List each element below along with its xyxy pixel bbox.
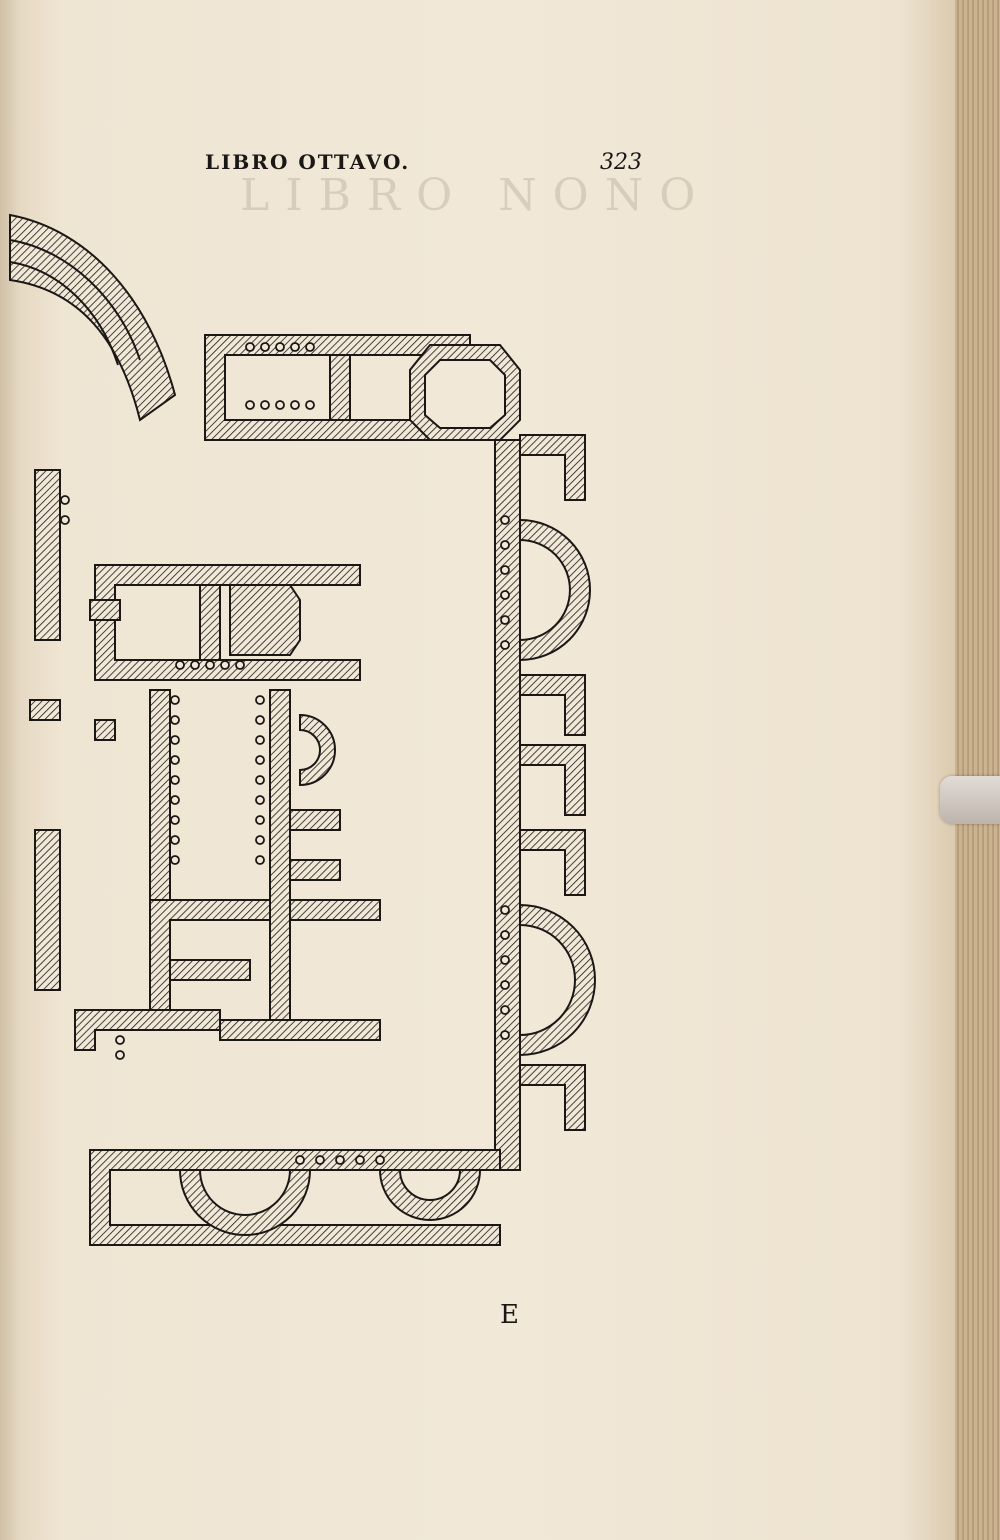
arch-segment: [9, 213, 177, 422]
exedra: [519, 903, 596, 1057]
bookmark-tab[interactable]: [940, 776, 1000, 824]
show-through-title: LIBRO NONO: [240, 170, 712, 221]
signature-mark: E: [500, 1300, 519, 1330]
page-number: 323: [600, 150, 642, 175]
running-head: LIBRO OTTAVO.: [205, 150, 411, 174]
page-edges: [955, 0, 1000, 1540]
exedra: [519, 518, 591, 662]
wall-segment: [494, 439, 521, 1171]
